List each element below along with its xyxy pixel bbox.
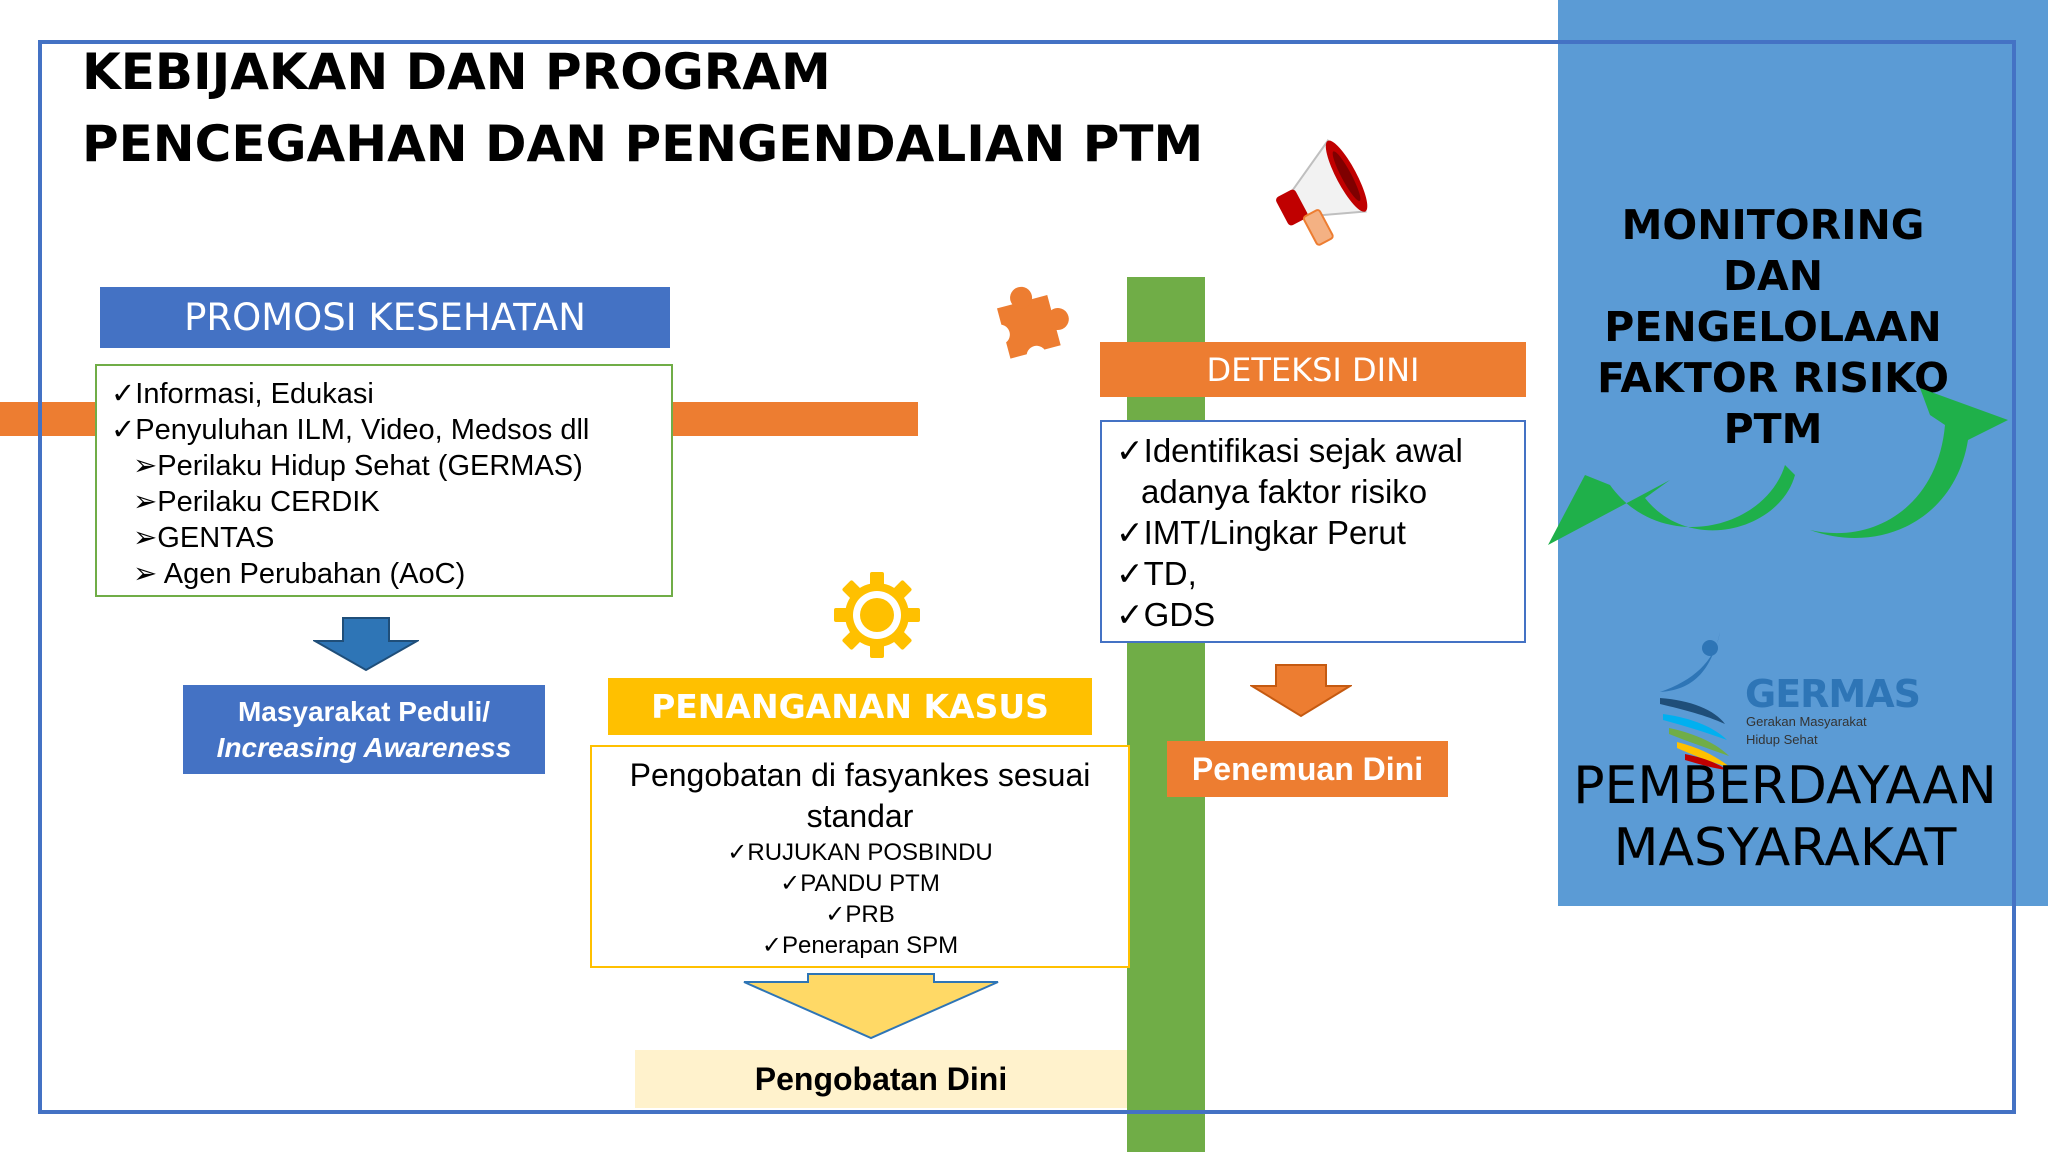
cycle-arrows-icon	[1548, 388, 2008, 545]
right-panel-background	[1558, 0, 2048, 906]
promosi-subitem: ➢Perilaku Hidup Sehat (GERMAS)	[133, 450, 583, 482]
blue-down-arrow	[313, 617, 419, 672]
pengobatan-dini-box: Pengobatan Dini	[635, 1050, 1127, 1108]
deteksi-dini-header: DETEKSI DINI	[1100, 342, 1526, 397]
germas-tagline: Gerakan Masyarakat Hidup Sehat	[1746, 713, 1867, 749]
germas-logo-icon	[1660, 632, 1731, 770]
promosi-item: ✓Informasi, Edukasi	[111, 378, 374, 410]
penanganan-item: ✓Penerapan SPM	[761, 932, 959, 959]
penemuan-dini-box: Penemuan Dini	[1167, 741, 1448, 797]
gear-icon	[834, 572, 920, 658]
penanganan-item: ✓PRB	[825, 901, 895, 928]
yellow-down-arrow	[743, 973, 999, 1040]
germas-tagline-line-1: Gerakan Masyarakat	[1746, 714, 1867, 729]
promosi-kesehatan-header: PROMOSI KESEHATAN	[100, 287, 670, 348]
increasing-awareness-label: Increasing Awareness	[216, 731, 512, 763]
masyarakat-peduli-label: Masyarakat Peduli/	[237, 695, 491, 727]
penanganan-kasus-header: PENANGANAN KASUS	[608, 678, 1092, 735]
promosi-subitem: ➢ Agen Perubahan (AoC)	[133, 558, 466, 590]
deteksi-item: ✓TD,	[1116, 555, 1197, 592]
pemberdayaan-line-2: MASYARAKAT	[1613, 818, 1957, 878]
deteksi-item-continued: adanya faktor risiko	[1141, 473, 1428, 510]
deteksi-dini-list: ✓Identifikasi sejak awal adanya faktor r…	[1100, 420, 1526, 643]
monitoring-line: FAKTOR RISIKO	[1597, 354, 1949, 402]
title-line-2: PENCEGAHAN DAN PENGENDALIAN PTM	[82, 115, 1204, 173]
penanganan-kasus-box: Pengobatan di fasyankes sesuai standar ✓…	[590, 745, 1130, 968]
pemberdayaan-masyarakat-label: PEMBERDAYAAN MASYARAKAT	[1568, 755, 2002, 879]
puzzle-icon	[989, 286, 1069, 366]
germas-tagline-line-2: Hidup Sehat	[1746, 732, 1818, 747]
deteksi-item: ✓GDS	[1116, 596, 1216, 633]
germas-logo-text: GERMAS	[1745, 672, 1921, 716]
penanganan-item: ✓PANDU PTM	[780, 870, 940, 897]
penanganan-item: ✓RUJUKAN POSBINDU	[727, 839, 993, 866]
deteksi-item: ✓Identifikasi sejak awal	[1116, 432, 1463, 469]
promosi-subitem: ➢GENTAS	[133, 522, 275, 554]
monitoring-line: PENGELOLAAN	[1604, 303, 1942, 351]
title-line-1: KEBIJAKAN DAN PROGRAM	[82, 43, 831, 101]
penanganan-main-text: Pengobatan di fasyankes sesuai	[629, 757, 1091, 793]
orange-down-arrow	[1250, 664, 1352, 718]
page-title: KEBIJAKAN DAN PROGRAM PENCEGAHAN DAN PEN…	[82, 36, 1203, 180]
megaphone-icon	[1276, 138, 1368, 246]
slide-frame	[38, 40, 2016, 1114]
pemberdayaan-line-1: PEMBERDAYAAN	[1573, 756, 1997, 816]
penanganan-main-text-2: standar	[806, 798, 914, 834]
promosi-item: ✓Penyuluhan ILM, Video, Medsos dll	[111, 414, 590, 446]
monitoring-title: MONITORING DAN PENGELOLAAN FAKTOR RISIKO…	[1568, 200, 1978, 455]
monitoring-line: MONITORING DAN	[1621, 201, 1925, 300]
deteksi-item: ✓IMT/Lingkar Perut	[1116, 514, 1406, 551]
promosi-kesehatan-list: ✓Informasi, Edukasi ✓Penyuluhan ILM, Vid…	[95, 364, 673, 597]
masyarakat-peduli-box: Masyarakat Peduli/ Increasing Awareness	[183, 685, 545, 774]
promosi-subitem: ➢Perilaku CERDIK	[133, 486, 380, 518]
monitoring-line: PTM	[1723, 405, 1823, 453]
